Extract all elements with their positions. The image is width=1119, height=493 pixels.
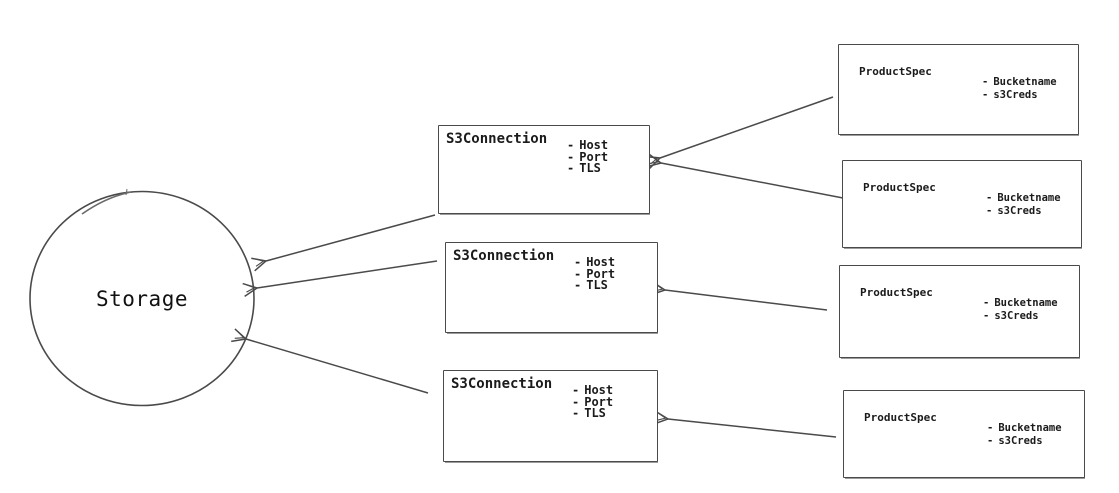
attribute-list: -Host -Port -TLS xyxy=(574,255,616,292)
bullet: - xyxy=(567,161,575,175)
storage-node: Storage xyxy=(30,191,254,406)
attribute: -Port xyxy=(567,149,609,164)
attribute-label: Port xyxy=(584,394,614,409)
productspec-box-4: ProductSpec -Bucketname -s3Creds xyxy=(843,390,1085,478)
attribute-label: Bucketname xyxy=(997,192,1061,204)
bullet: - xyxy=(572,406,580,420)
attribute-label: Port xyxy=(586,266,616,281)
bullet: - xyxy=(986,205,993,217)
arrow-productspec2-to-s3connection1 xyxy=(646,153,844,199)
attribute: -TLS xyxy=(574,278,615,292)
arrow-s3connection1-to-storage xyxy=(251,214,436,272)
attribute-label: Host xyxy=(586,255,616,269)
productspec-title: ProductSpec xyxy=(859,65,932,78)
attribute-label: Bucketname xyxy=(994,297,1058,309)
bullet: - xyxy=(567,138,575,152)
s3connection-box-2: S3Connection -Host -Port -TLS xyxy=(445,242,658,333)
attribute-label: Bucketname xyxy=(993,76,1057,88)
arrow-productspec1-to-s3connection1 xyxy=(645,96,834,170)
attribute: -s3Creds xyxy=(983,310,1058,323)
attribute: -TLS xyxy=(572,406,613,420)
bullet: - xyxy=(982,89,989,101)
bullet: - xyxy=(572,383,580,397)
attribute: -Port xyxy=(574,266,616,281)
s3connection-title: S3Connection xyxy=(451,376,553,392)
bullet: - xyxy=(567,149,575,164)
attribute-list: -Bucketname -s3Creds xyxy=(987,422,1062,448)
attribute-list: -Bucketname -s3Creds xyxy=(982,76,1057,102)
attribute-list: -Host -Port -TLS xyxy=(567,138,609,175)
bullet: - xyxy=(574,266,582,281)
bullet: - xyxy=(574,255,582,269)
attribute: -Bucketname xyxy=(987,422,1062,435)
s3connection-box-3: S3Connection -Host -Port -TLS xyxy=(443,370,658,462)
attribute-list: -Host -Port -TLS xyxy=(572,383,614,420)
productspec-title: ProductSpec xyxy=(860,286,933,299)
bullet: - xyxy=(987,422,994,434)
attribute-label: s3Creds xyxy=(994,310,1039,322)
attribute: -Bucketname xyxy=(982,76,1057,89)
attribute: -Host xyxy=(567,138,609,152)
attribute-label: TLS xyxy=(579,161,601,175)
productspec-box-2: ProductSpec -Bucketname -s3Creds xyxy=(842,160,1082,248)
attribute-list: -Bucketname -s3Creds xyxy=(983,297,1058,323)
bullet: - xyxy=(574,278,582,292)
bullet: - xyxy=(987,435,994,447)
attribute-label: Host xyxy=(579,138,609,152)
storage-circle-sketch-tick xyxy=(125,188,128,196)
bullet: - xyxy=(986,192,993,204)
attribute: -Port xyxy=(572,394,614,409)
attribute-label: TLS xyxy=(586,278,608,292)
productspec-box-3: ProductSpec -Bucketname -s3Creds xyxy=(839,265,1080,358)
storage-label: Storage xyxy=(95,286,188,311)
s3connection-title: S3Connection xyxy=(446,131,548,147)
arrow-productspec4-to-s3connection3 xyxy=(653,410,837,438)
productspec-title: ProductSpec xyxy=(863,181,936,194)
attribute-label: TLS xyxy=(584,406,606,420)
bullet: - xyxy=(983,310,990,322)
s3connection-title: S3Connection xyxy=(453,248,555,264)
attribute: -TLS xyxy=(567,161,608,175)
attribute: -Bucketname xyxy=(983,297,1058,310)
attribute: -s3Creds xyxy=(986,205,1061,218)
attribute: -Host xyxy=(574,255,616,269)
storage-circle xyxy=(29,190,255,407)
arrow-productspec3-to-s3connection2 xyxy=(650,281,828,311)
attribute-label: Bucketname xyxy=(998,422,1062,434)
arrow-s3connection3-to-storage xyxy=(231,328,429,394)
productspec-title: ProductSpec xyxy=(864,411,937,424)
attribute-label: Port xyxy=(579,149,609,164)
attribute-label: s3Creds xyxy=(997,205,1042,217)
attribute-label: s3Creds xyxy=(998,435,1043,447)
attribute-label: s3Creds xyxy=(993,89,1038,101)
productspec-box-1: ProductSpec -Bucketname -s3Creds xyxy=(838,44,1079,135)
arrow-s3connection2-to-storage xyxy=(242,260,438,298)
bullet: - xyxy=(982,76,989,88)
attribute: -Host xyxy=(572,383,614,397)
attribute: -Bucketname xyxy=(986,192,1061,205)
attribute: -s3Creds xyxy=(987,435,1062,448)
s3connection-box-1: S3Connection -Host -Port -TLS xyxy=(438,125,650,214)
bullet: - xyxy=(983,297,990,309)
attribute-list: -Bucketname -s3Creds xyxy=(986,192,1061,218)
attribute: -s3Creds xyxy=(982,89,1057,102)
attribute-label: Host xyxy=(584,383,614,397)
bullet: - xyxy=(572,394,580,409)
